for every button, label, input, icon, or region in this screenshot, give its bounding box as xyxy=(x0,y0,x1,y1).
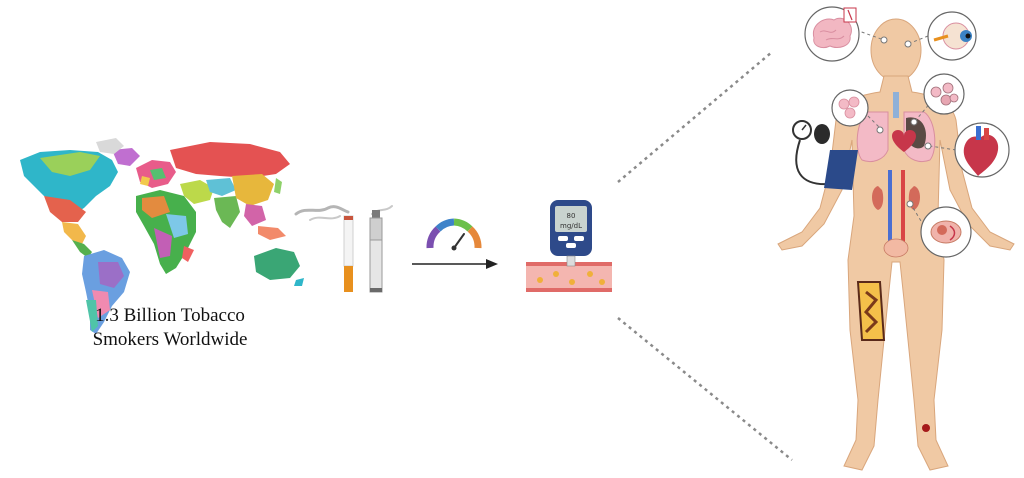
foot-ulcer-icon xyxy=(922,424,930,432)
damaged-alveoli-icon xyxy=(923,73,965,115)
heart-icon xyxy=(892,130,916,152)
meter-unit: mg/dL xyxy=(560,222,582,230)
bone-icon xyxy=(856,281,886,341)
eye-icon xyxy=(927,11,977,61)
organ-callout-lines xyxy=(855,29,957,227)
caption-line-2: Smokers Worldwide xyxy=(92,329,248,350)
blood-vessel-icon xyxy=(526,262,612,292)
meter-reading: 80 xyxy=(567,212,576,220)
connector-lines xyxy=(617,51,793,461)
human-body-icon xyxy=(777,18,1015,471)
heart-bubble-icon xyxy=(954,122,1010,178)
smokers-caption: 1.3 Billion Tobacco Smokers Worldwide xyxy=(40,304,300,352)
e-cigarette-icon xyxy=(369,205,393,293)
caption-line-1: 1.3 Billion Tobacco xyxy=(95,305,245,326)
kidney-icon xyxy=(872,186,920,210)
gauge-icon xyxy=(426,218,482,251)
process-arrow xyxy=(412,259,498,269)
glucose-meter-icon: 80 mg/dL xyxy=(550,200,592,267)
kidney-bubble-icon xyxy=(920,206,972,258)
alveoli-icon xyxy=(831,89,869,127)
brain-icon xyxy=(804,6,860,62)
cigarette-icon xyxy=(294,205,354,292)
world-map-icon xyxy=(20,138,304,334)
blood-pressure-cuff-icon xyxy=(792,120,858,190)
